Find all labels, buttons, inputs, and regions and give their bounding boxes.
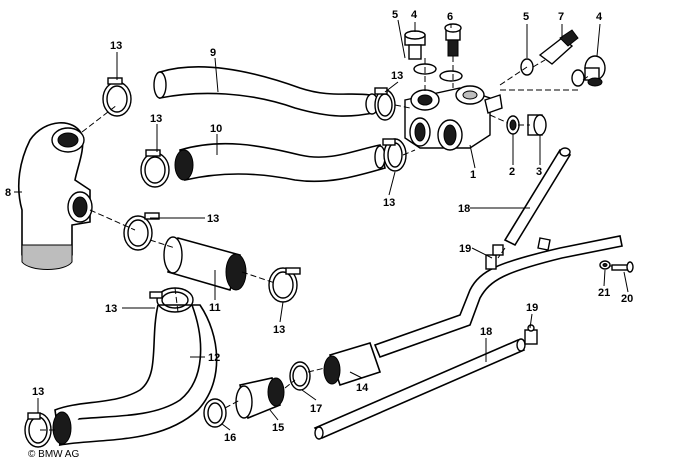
pipe-8 bbox=[17, 122, 93, 270]
copyright-text: © BMW AG bbox=[28, 449, 79, 460]
callout-13-d: 13 bbox=[383, 197, 395, 209]
callout-13-h: 13 bbox=[32, 386, 44, 398]
sensor-4-top bbox=[404, 30, 426, 60]
callout-10: 10 bbox=[210, 123, 222, 135]
leader-lines bbox=[14, 19, 629, 431]
seal-2 bbox=[506, 115, 520, 135]
callout-13-a: 13 bbox=[110, 40, 122, 52]
callout-13-g: 13 bbox=[105, 303, 117, 315]
callout-11: 11 bbox=[209, 302, 221, 314]
bolt-20 bbox=[611, 261, 634, 273]
cap-3 bbox=[527, 114, 547, 136]
callout-13-e: 13 bbox=[207, 213, 219, 225]
callout-9: 9 bbox=[210, 47, 216, 59]
callout-15: 15 bbox=[272, 422, 284, 434]
callout-18-a: 18 bbox=[458, 203, 470, 215]
callout-3: 3 bbox=[536, 166, 542, 178]
clamp-13-top-left bbox=[102, 77, 132, 117]
callout-4-b: 4 bbox=[596, 11, 603, 23]
callout-4-a: 4 bbox=[411, 9, 418, 21]
callout-13-b: 13 bbox=[391, 70, 403, 82]
callout-13-c: 13 bbox=[150, 113, 162, 125]
clamp-13-bottom-left bbox=[24, 412, 52, 448]
clamp-17 bbox=[289, 361, 311, 391]
clamp-13-thermo-bottom bbox=[382, 138, 407, 172]
hose-11 bbox=[163, 236, 247, 291]
callout-20: 20 bbox=[621, 293, 633, 305]
clamp-16 bbox=[203, 398, 227, 428]
callout-labels: 13 9 5 4 6 5 7 4 13 10 13 1 2 3 8 13 18 … bbox=[5, 9, 633, 444]
callout-17: 17 bbox=[310, 403, 322, 415]
assembly-lines bbox=[40, 56, 612, 431]
callout-19-b: 19 bbox=[526, 302, 538, 314]
washer-5-top-mid bbox=[439, 70, 463, 82]
hose-18-upper bbox=[503, 147, 572, 247]
clamp-13-right bbox=[268, 267, 301, 303]
pipe-14 bbox=[323, 235, 623, 387]
clamp-13-small bbox=[140, 149, 170, 188]
thermostat-housing-1 bbox=[404, 85, 503, 151]
callout-18-b: 18 bbox=[480, 326, 492, 338]
callout-1: 1 bbox=[470, 169, 476, 181]
callout-21: 21 bbox=[598, 287, 610, 299]
hose-18-lower bbox=[313, 338, 526, 440]
callout-8: 8 bbox=[5, 187, 11, 199]
callout-5-b: 5 bbox=[523, 11, 529, 23]
hose-12 bbox=[52, 304, 218, 447]
nut-21 bbox=[599, 260, 611, 270]
clamp-13-mid bbox=[123, 212, 160, 251]
callout-16: 16 bbox=[224, 432, 236, 444]
clip-19-lower bbox=[524, 324, 538, 345]
hose-15 bbox=[235, 377, 285, 420]
sensor-7 bbox=[538, 29, 579, 65]
clamp-13-thermo-top bbox=[374, 87, 396, 121]
clamp-13-elbow-top bbox=[149, 287, 194, 313]
washer-5-right bbox=[520, 58, 585, 87]
callout-12: 12 bbox=[208, 352, 220, 364]
callout-2: 2 bbox=[509, 166, 515, 178]
callout-13-f: 13 bbox=[273, 324, 285, 336]
sensor-6 bbox=[444, 23, 462, 57]
callout-19-a: 19 bbox=[459, 243, 471, 255]
plug-4-right bbox=[584, 55, 606, 87]
callout-6: 6 bbox=[447, 11, 453, 23]
callout-5-a: 5 bbox=[392, 9, 398, 21]
callout-14: 14 bbox=[356, 382, 369, 394]
callout-7: 7 bbox=[558, 11, 564, 23]
hose-9 bbox=[153, 65, 380, 117]
hose-10 bbox=[174, 142, 386, 183]
